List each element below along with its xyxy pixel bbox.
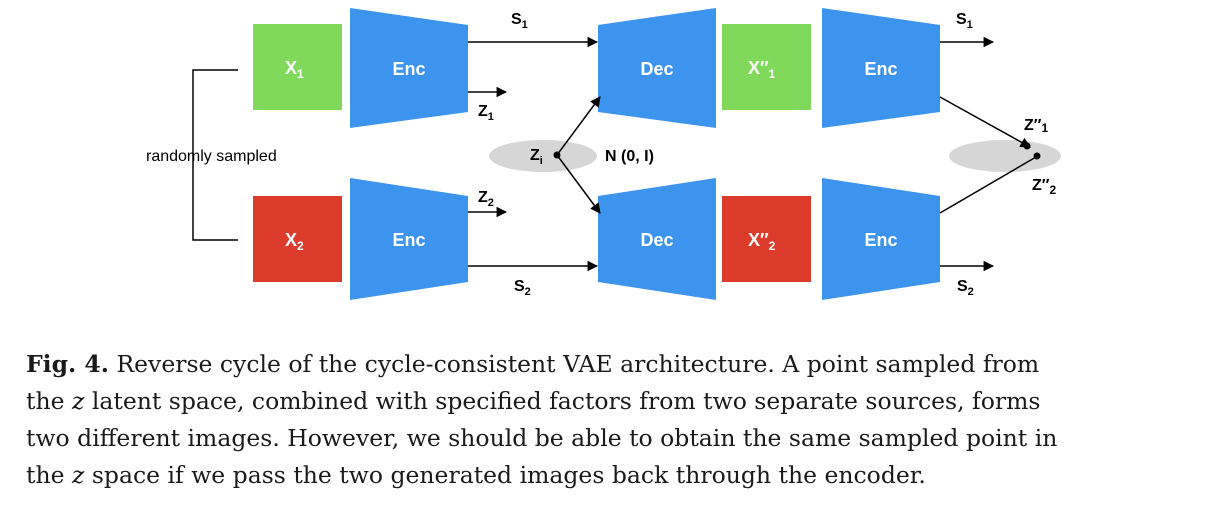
s2-output-label: S2	[957, 278, 974, 298]
encoder-top-1-label: Enc	[392, 59, 425, 79]
z1-reconstructed-point	[1023, 142, 1031, 150]
x2-label: X2	[285, 230, 304, 253]
x2-reconstruction-label: X″2	[748, 230, 776, 253]
caption-line-2-a: the	[26, 387, 65, 415]
decoder-top	[598, 8, 716, 128]
normal-dist-label: N (0, I)	[605, 148, 654, 165]
encoder-top-1	[350, 8, 468, 128]
caption-line-4-a: the	[26, 461, 65, 489]
encoder-bottom-2	[822, 178, 940, 300]
x1-label: X1	[285, 58, 304, 81]
caption-line-1-text: Reverse cycle of the cycle-consistent VA…	[116, 350, 1040, 378]
z2-reconstructed-point	[1033, 152, 1041, 160]
s1-output-label: S1	[956, 11, 973, 31]
zi-to-decoder-bottom-arrow	[556, 154, 601, 214]
zi-label: Zi	[530, 147, 543, 167]
figure-caption: Fig. 4. Reverse cycle of the cycle-consi…	[26, 346, 1196, 494]
decoder-bottom	[598, 178, 716, 300]
x1-input-box	[253, 24, 342, 110]
decoder-top-label: Dec	[640, 59, 673, 79]
sampling-bracket	[192, 69, 238, 241]
z-reconstructed-ellipse	[949, 140, 1061, 172]
caption-line-4-var: z	[71, 461, 85, 489]
x2-input-box	[253, 196, 342, 282]
caption-line-3: two different images. However, we should…	[26, 420, 1196, 457]
encoder-bottom-2-label: Enc	[864, 230, 897, 250]
caption-line-2: the z latent space, combined with specif…	[26, 383, 1196, 420]
z1-reconstructed-label: Z″1	[1024, 117, 1048, 135]
caption-line-1: Fig. 4. Reverse cycle of the cycle-consi…	[26, 346, 1196, 383]
encoder-bottom-1	[350, 178, 468, 300]
s1-label: S1	[511, 11, 528, 31]
caption-line-4-b: space if we pass the two generated image…	[91, 461, 926, 489]
architecture-diagram: randomly sampled X1 X2 Enc Enc Dec Dec X…	[146, 8, 1061, 300]
caption-line-3-text: two different images. However, we should…	[26, 424, 1058, 452]
zi-to-decoder-top-arrow	[556, 96, 601, 156]
s2-label: S2	[514, 278, 531, 298]
caption-label: Fig. 4.	[26, 350, 109, 378]
caption-line-4: the z space if we pass the two generated…	[26, 457, 1196, 494]
zi-latent-ellipse	[489, 140, 597, 172]
x1-reconstruction-label: X″1	[748, 58, 776, 81]
z1-label: Z1	[478, 103, 494, 123]
randomly-sampled-label: randomly sampled	[146, 148, 277, 165]
decoder-bottom-label: Dec	[640, 230, 673, 250]
caption-line-2-var: z	[71, 387, 85, 415]
encoder-bottom-1-label: Enc	[392, 230, 425, 250]
encoder-top-2	[822, 8, 940, 128]
z2-label: Z2	[478, 189, 494, 209]
x2-reconstruction-box	[722, 196, 811, 282]
z1-reconstructed-arrow	[939, 96, 1031, 148]
caption-line-2-b: latent space, combined with specified fa…	[91, 387, 1041, 415]
z2-reconstructed-label: Z″2	[1032, 177, 1056, 197]
z2-reconstructed-line	[939, 156, 1037, 214]
x1-reconstruction-box	[722, 24, 811, 110]
encoder-top-2-label: Enc	[864, 59, 897, 79]
